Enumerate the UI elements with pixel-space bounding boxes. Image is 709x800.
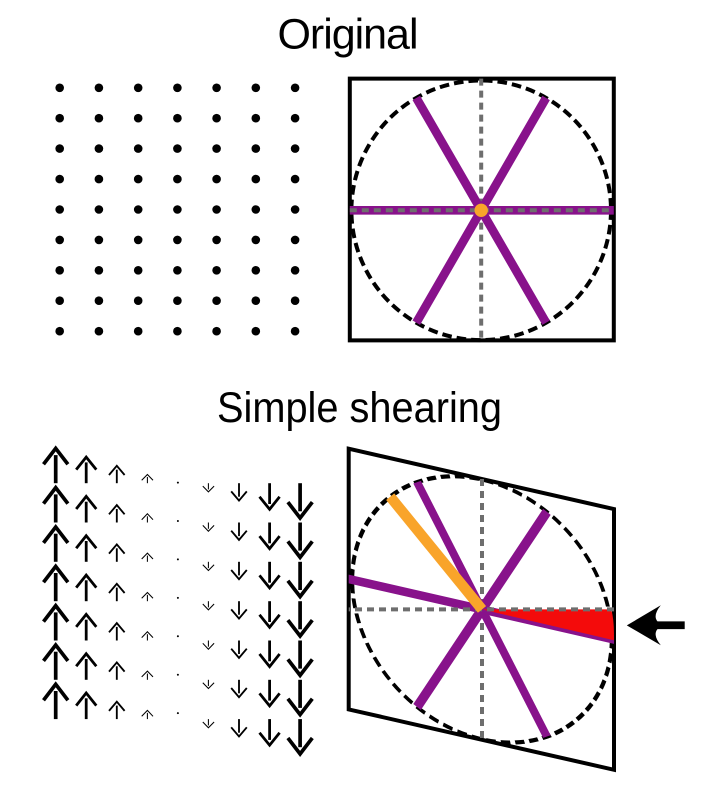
svg-text:Original: Original xyxy=(278,11,419,59)
svg-text:Simple shearing: Simple shearing xyxy=(217,384,502,432)
